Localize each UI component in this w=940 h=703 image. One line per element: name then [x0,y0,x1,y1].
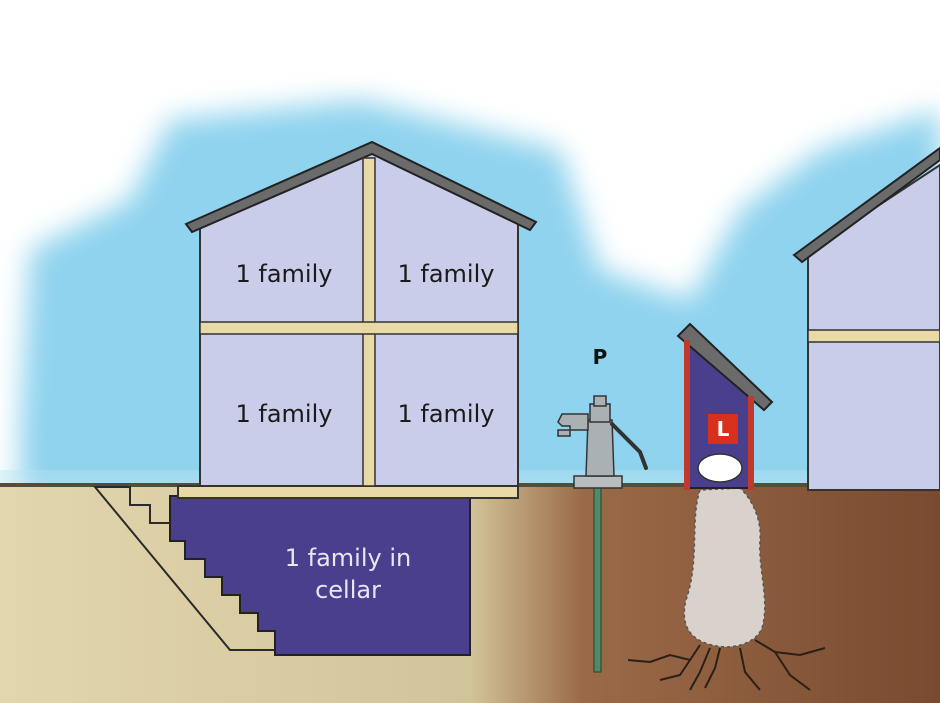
latrine-icon: L [627,322,826,691]
cellar: 1 family in cellar [169,495,471,656]
room-label-bottom-left: 1 family [236,400,333,428]
main-house: 1 family 1 family 1 family 1 family [177,140,538,499]
roots-icon [627,639,826,691]
pump-label: P [593,345,608,369]
room-label-top-right: 1 family [398,260,495,288]
cellar-label-line2: cellar [315,576,381,604]
room-label-bottom-right: 1 family [398,400,495,428]
neighbor-house [792,146,940,491]
room-label-top-left: 1 family [236,260,333,288]
water-pump-icon: P [557,345,648,673]
latrine-label: L [717,417,730,441]
cellar-label-line1: 1 family in [285,544,411,572]
